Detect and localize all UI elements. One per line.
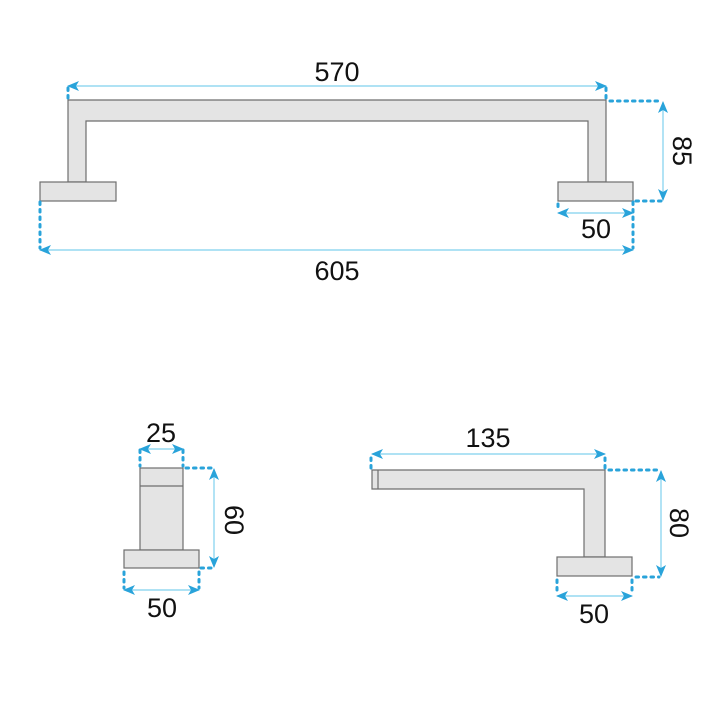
dim-label-base-width-a: 50 [581,214,611,244]
dim-label-base-width-b: 50 [147,593,177,623]
dim-label-arm-width: 25 [146,418,176,448]
dim-label-bar-length: 570 [314,57,359,87]
post [139,467,184,551]
right-base [557,181,634,202]
dim-label-base-width-c: 50 [579,599,609,629]
dim-label-depth: 85 [667,136,697,166]
dim-label-length: 135 [465,423,510,453]
top-base [556,556,633,577]
dim-label-depth-b: 80 [664,508,694,538]
towel-bar-front-view: 570 605 85 50 [38,57,697,286]
towel-bar-side-view: 25 60 50 [122,418,249,623]
dim-label-overall-length: 605 [314,256,359,286]
bar-body [67,99,607,183]
side-base [123,549,200,569]
left-base [39,181,117,202]
arm-body [371,469,606,558]
dim-label-height: 60 [219,505,249,535]
towel-bar-top-view: 135 80 50 [369,423,694,629]
